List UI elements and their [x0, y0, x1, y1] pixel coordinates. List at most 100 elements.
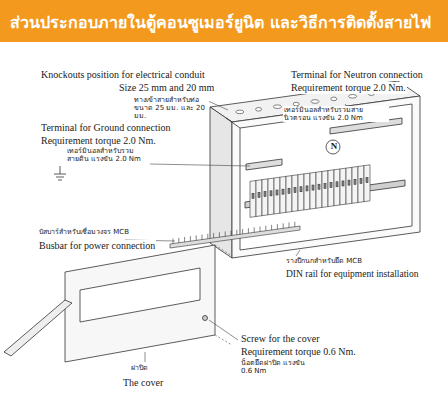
- mcb-toggle: [252, 193, 254, 198]
- knockout: [236, 110, 244, 114]
- cover-screw-note: น็อตยึดฝาปิด แรงขัน 0.6 Nm: [240, 359, 314, 375]
- cover-flap: [4, 300, 72, 356]
- mcb-toggle: [258, 192, 260, 197]
- mcb: [352, 166, 358, 203]
- busbar-tooth: [219, 232, 220, 237]
- knockout-size: Size 25 mm and 20 mm: [118, 82, 215, 94]
- mcb: [292, 175, 298, 212]
- mcb-toggle: [282, 189, 284, 194]
- busbar-tooth: [184, 237, 185, 242]
- cover-screw: [203, 316, 208, 321]
- busbar-tooth: [242, 229, 243, 234]
- busbar-tooth: [178, 238, 179, 243]
- cover-window: [80, 268, 200, 322]
- mcb: [310, 172, 316, 209]
- mcb-toggle: [270, 191, 272, 196]
- busbar-label: Busbar for power connection: [38, 240, 156, 252]
- mcb: [340, 168, 346, 205]
- inner-edge: [226, 118, 240, 128]
- busbar-tooth: [277, 224, 278, 229]
- leader-line: [208, 101, 228, 110]
- cover-note: ฝาปิด: [130, 364, 149, 372]
- din-rail-note: รางปีกนกสำหรับยึด MCB: [285, 257, 363, 265]
- leader-line: [209, 320, 238, 340]
- cover-screw-torque: Requirement torque 0.6 Nm.: [240, 346, 357, 358]
- busbar-tooth: [260, 227, 261, 232]
- mcb: [256, 180, 262, 217]
- busbar-tooth: [265, 226, 266, 231]
- busbar-tooth: [283, 223, 284, 228]
- title-bar: [0, 0, 448, 42]
- knockout: [311, 100, 319, 104]
- leader-line: [150, 164, 250, 166]
- mcb: [346, 167, 352, 204]
- mcb-toggle: [330, 183, 332, 188]
- mcb: [268, 178, 274, 215]
- enclosure-side: [210, 107, 232, 258]
- mcb-toggle: [324, 183, 326, 188]
- neutral-label: Terminal for Neutron connection: [290, 69, 424, 81]
- ground-symbol: [60, 166, 61, 174]
- knockout: [349, 95, 357, 99]
- mcb: [322, 171, 328, 208]
- busbar-tooth: [196, 235, 197, 240]
- leader-line: [296, 250, 300, 256]
- busbar-tooth: [294, 222, 295, 227]
- mcb: [298, 174, 304, 211]
- knockout: [273, 105, 281, 109]
- cover: [65, 245, 215, 362]
- busbar-tooth: [231, 231, 232, 236]
- mcb-toggle: [294, 188, 296, 193]
- knockout-label: Knockouts position for electrical condui…: [40, 69, 206, 81]
- mcb-toggle: [336, 182, 338, 187]
- ground-torque: Requirement torque 2.0 Nm.: [40, 135, 157, 147]
- enclosure-inner: [240, 104, 412, 250]
- mcb: [334, 169, 340, 206]
- busbar-tooth: [271, 225, 272, 230]
- mcb-toggle: [306, 186, 308, 191]
- busbar-tooth: [236, 230, 237, 235]
- ground-note: เทอร์มินอลสำหรับรวมสายดิน แรงขัน 2.0 Nm: [66, 147, 150, 163]
- neutral-note: เทอร์มินอลสำหรับรวมสายนิวตรอน แรงขัน 2.0…: [283, 106, 389, 122]
- mcb-toggle: [348, 180, 350, 185]
- busbar-tooth: [248, 228, 249, 233]
- mcb: [364, 165, 370, 202]
- mcb-toggle: [360, 178, 362, 183]
- busbar-tooth: [207, 234, 208, 239]
- leader-line: [145, 352, 146, 362]
- knockout: [256, 108, 262, 112]
- busbar-tooth: [254, 227, 255, 232]
- guide-line: [215, 335, 232, 345]
- busbar-tooth: [190, 236, 191, 241]
- din-rail-label: DIN rail for equipment installation: [285, 269, 419, 280]
- mcb-toggle: [354, 179, 356, 184]
- mcb-toggle: [366, 178, 368, 183]
- busbar-note: บัสบาร์สำหรับเชื่อมวงจร MCB: [38, 228, 130, 236]
- ground-bar: [246, 159, 282, 170]
- mcb: [316, 171, 322, 208]
- knockout-note: ทางเข้าสายสำหรับท่อ ขนาด 25 มม. และ 20 ม…: [133, 96, 209, 120]
- busbar-tooth: [289, 223, 290, 228]
- neutral-torque: Requirement torque 2.0 Nm.: [290, 82, 407, 94]
- ground-symbol: [58, 180, 62, 181]
- busbar-tooth: [202, 235, 203, 240]
- cover-screw-label: Screw for the cover: [240, 333, 321, 345]
- ground-label: Terminal for Ground connection: [40, 122, 172, 134]
- knockout: [331, 97, 337, 101]
- cover-label: The cover: [122, 377, 164, 389]
- guide-line: [215, 245, 232, 256]
- mcb: [262, 179, 268, 216]
- busbar-tooth: [213, 233, 214, 238]
- mcb-toggle: [300, 187, 302, 192]
- mcb: [280, 176, 286, 213]
- mcb: [274, 177, 280, 214]
- mcb: [286, 176, 292, 213]
- mcb-toggle: [312, 185, 314, 190]
- mcb-toggle: [342, 181, 344, 186]
- title: ส่วนประกอบภายในตู้คอนซูเมอร์ยูนิต และวิธ…: [10, 10, 431, 35]
- mcb: [250, 181, 256, 218]
- ground-symbol: [54, 174, 66, 175]
- mcb: [328, 170, 334, 207]
- ground-symbol: [56, 177, 64, 178]
